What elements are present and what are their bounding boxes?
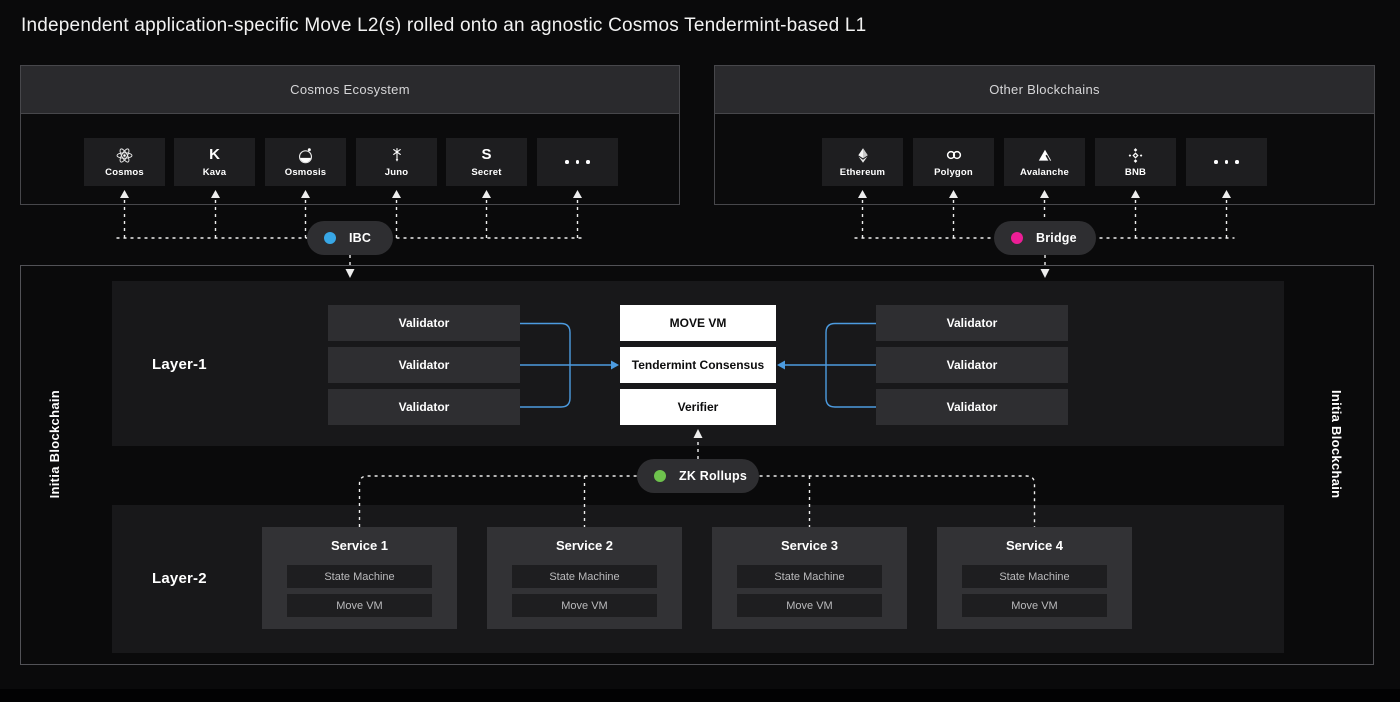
page-title: Independent application-specific Move L2… (21, 15, 867, 36)
validator-node: Validator (328, 347, 520, 383)
validator-node: Validator (876, 305, 1068, 341)
initia-label-left: Initia Blockchain (47, 390, 62, 499)
service-card-1: Service 1 State Machine Move VM (262, 527, 457, 629)
chain-avalanche: Avalanche (1004, 138, 1085, 186)
state-machine-box: State Machine (512, 565, 657, 588)
chain-ethereum: Ethereum (822, 138, 903, 186)
juno-spark-icon (389, 146, 405, 164)
chain-kava: K Kava (174, 138, 255, 186)
service-title: Service 1 (330, 538, 389, 553)
service-title: Service 4 (1005, 538, 1064, 553)
move-vm-node: MOVE VM (620, 305, 776, 341)
avalanche-icon (1037, 146, 1053, 164)
other-blockchains-header: Other Blockchains (715, 66, 1374, 114)
initia-label-right: Initia Blockchain (1329, 390, 1344, 499)
ellipsis-icon (565, 160, 590, 164)
state-machine-box: State Machine (737, 565, 882, 588)
bnb-icon (1127, 146, 1144, 164)
validator-node: Validator (876, 347, 1068, 383)
move-vm-box: Move VM (512, 594, 657, 617)
secret-s-icon: S (481, 146, 492, 163)
layer2-label: Layer-2 (152, 570, 207, 587)
move-vm-box: Move VM (287, 594, 432, 617)
ibc-pill: IBC (307, 221, 393, 255)
osmosis-flask-icon (297, 146, 314, 164)
zk-dot-icon (654, 470, 666, 482)
cosmos-atom-icon (116, 146, 133, 164)
validator-node: Validator (328, 305, 520, 341)
tendermint-consensus-node: Tendermint Consensus (620, 347, 776, 383)
bridge-dot-icon (1011, 232, 1023, 244)
chain-polygon: Polygon (913, 138, 994, 186)
initia-blockchain-box (20, 265, 1374, 665)
bridge-pill: Bridge (994, 221, 1096, 255)
chain-secret: S Secret (446, 138, 527, 186)
move-vm-box: Move VM (962, 594, 1107, 617)
bottom-edge (0, 689, 1400, 702)
cosmos-ecosystem-header: Cosmos Ecosystem (21, 66, 679, 114)
kava-k-icon: K (209, 146, 220, 163)
move-vm-box: Move VM (737, 594, 882, 617)
chain-more-other (1186, 138, 1267, 186)
ellipsis-icon (1214, 160, 1239, 164)
validator-node: Validator (328, 389, 520, 425)
chain-bnb: BNB (1095, 138, 1176, 186)
state-machine-box: State Machine (962, 565, 1107, 588)
service-card-4: Service 4 State Machine Move VM (937, 527, 1132, 629)
service-title: Service 2 (555, 538, 614, 553)
verifier-node: Verifier (620, 389, 776, 425)
state-machine-box: State Machine (287, 565, 432, 588)
chain-juno: Juno (356, 138, 437, 186)
service-title: Service 3 (780, 538, 839, 553)
zk-rollups-pill: ZK Rollups (637, 459, 759, 493)
service-card-3: Service 3 State Machine Move VM (712, 527, 907, 629)
chain-cosmos: Cosmos (84, 138, 165, 186)
polygon-icon (945, 146, 963, 164)
service-card-2: Service 2 State Machine Move VM (487, 527, 682, 629)
chain-more-cosmos (537, 138, 618, 186)
ibc-dot-icon (324, 232, 336, 244)
chain-osmosis: Osmosis (265, 138, 346, 186)
layer1-label: Layer-1 (152, 356, 207, 373)
validator-node: Validator (876, 389, 1068, 425)
ethereum-icon (855, 146, 871, 164)
